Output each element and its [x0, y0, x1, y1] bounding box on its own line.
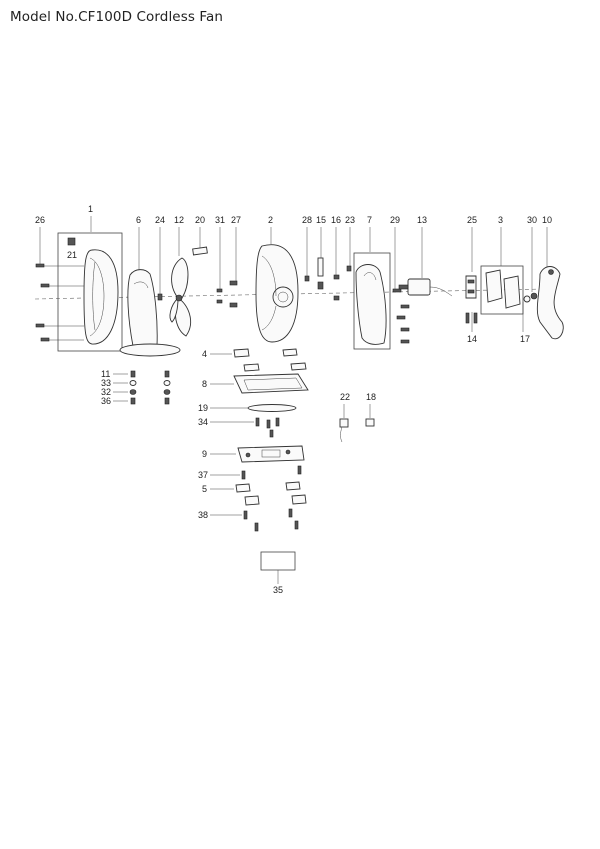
label-23: 23: [345, 215, 355, 225]
label-17: 17: [520, 334, 530, 344]
part-7-rear-housing: [353, 252, 391, 350]
label-11: 11: [101, 369, 110, 379]
part-31-27-screws: [216, 280, 238, 308]
label-4: 4: [202, 349, 207, 359]
diagram-title: Model No.CF100D Cordless Fan: [10, 9, 224, 25]
label-15: 15: [316, 215, 326, 225]
part-2-motor-housing: [255, 244, 299, 343]
part-25-14-terminals: [465, 275, 478, 324]
part-35-label: [260, 551, 296, 584]
label-29: 29: [390, 215, 400, 225]
part-22-18-switch-parts: [339, 404, 375, 443]
label-16: 16: [331, 215, 341, 225]
part-10-handle: [536, 266, 564, 340]
label-13: 13: [417, 215, 427, 225]
label-8: 8: [202, 379, 207, 389]
part-8-base-plate: [210, 373, 309, 394]
label-25: 25: [467, 215, 477, 225]
part-29-screws: [392, 288, 410, 344]
label-31: 31: [215, 215, 225, 225]
label-6: 6: [136, 215, 141, 225]
part-13-switch-module: [398, 278, 453, 297]
label-5: 5: [202, 484, 207, 494]
parts-28-15-16-23-connectors: [304, 257, 352, 301]
label-20: 20: [195, 215, 205, 225]
part-12-fan-blade: [169, 257, 191, 337]
label-21: 21: [67, 250, 77, 260]
label-9: 9: [202, 449, 207, 459]
label-34: 34: [198, 417, 208, 427]
label-12: 12: [174, 215, 184, 225]
label-38: 38: [198, 510, 208, 520]
part-19-gasket: [210, 404, 297, 412]
part-9-bottom-cover: [210, 445, 305, 463]
label-10: 10: [542, 215, 552, 225]
label-36: 36: [101, 396, 111, 406]
label-35: 35: [273, 585, 283, 595]
label-18: 18: [366, 392, 376, 402]
parts-11-33-32-36-fasteners: [113, 370, 171, 405]
label-22: 22: [340, 392, 350, 402]
part-6-stand: [119, 269, 181, 357]
leader-lines-top: [39, 216, 548, 332]
part-24-screw: [157, 293, 163, 301]
part-34-screws: [210, 417, 280, 438]
label-33: 33: [101, 378, 111, 388]
part-4-feet: [210, 348, 307, 372]
label-2: 2: [268, 215, 273, 225]
part-38-screws: [210, 508, 299, 532]
part-3-battery-terminal: [480, 265, 524, 315]
label-19: 19: [198, 403, 208, 413]
label-7: 7: [367, 215, 372, 225]
part-1-front-grille: [35, 232, 123, 352]
label-32: 32: [101, 387, 111, 397]
label-14: 14: [467, 334, 477, 344]
part-30-17-nuts: [523, 292, 538, 303]
part-5-rubber-feet: [210, 481, 307, 506]
label-28: 28: [302, 215, 312, 225]
label-1: 1: [88, 204, 93, 214]
label-24: 24: [155, 215, 165, 225]
label-27: 27: [231, 215, 241, 225]
part-37-screws: [210, 465, 302, 480]
label-37: 37: [198, 470, 208, 480]
part-20-bracket: [192, 246, 208, 256]
label-3: 3: [498, 215, 503, 225]
label-30: 30: [527, 215, 537, 225]
label-26: 26: [35, 215, 45, 225]
